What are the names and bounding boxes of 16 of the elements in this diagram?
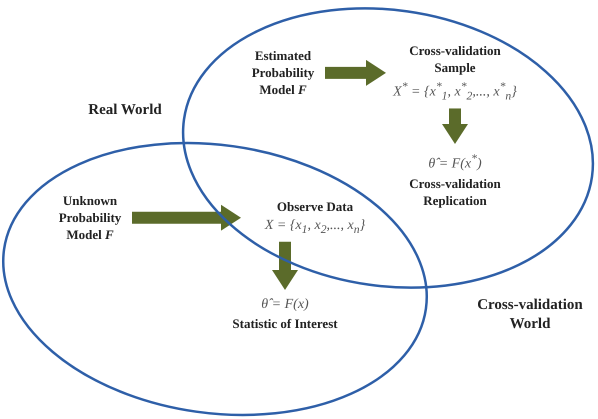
block-arrow [272, 242, 298, 290]
block-arrow [132, 204, 241, 231]
formula: θ̂ = F(x) [260, 296, 310, 313]
block-arrow [442, 108, 468, 144]
formula: θ̂ = F(x$^{*}$) [427, 151, 483, 173]
formula: X$^{*}$ = {x$^{*}$$_{1}$, x$^{*}$$_{2}$,..., x$^{*}$$_{n}$} [392, 79, 518, 104]
node-label: Cross-validation Sample [408, 42, 502, 76]
node-label: Observe Data [276, 198, 354, 215]
node-label: Unknown Probability Model F [58, 192, 122, 243]
node-label: Cross-validation Replication [408, 174, 502, 209]
node-label: Statistic of Interest [231, 315, 339, 332]
formula: X = {x$_{1}$, x$_{2}$,..., x$_{n}$} [264, 217, 366, 238]
region-label: Cross-validation World [476, 296, 584, 334]
block-arrow [325, 60, 386, 86]
node-label: Estimated Probability Model F [250, 47, 316, 98]
region-label: Real World [87, 101, 163, 120]
